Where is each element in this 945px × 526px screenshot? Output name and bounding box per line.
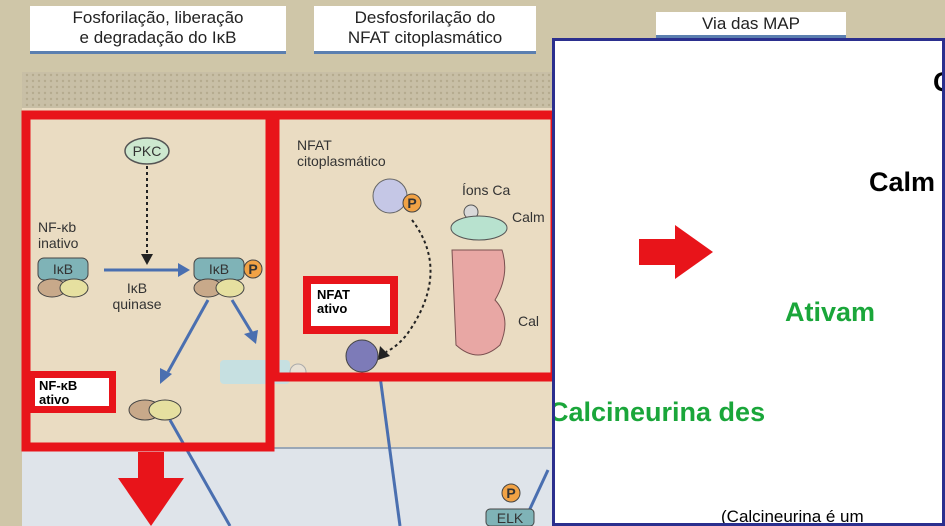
elk-label: ELK <box>497 510 524 526</box>
nfat-dephosph-arrow <box>385 219 432 353</box>
header-right: Via das MAP <box>656 12 846 38</box>
panel-note: (Calcineurina é um <box>721 507 864 526</box>
calm-label: Calm <box>512 209 545 225</box>
nfkb-inactive-label-1: NF-κb <box>38 219 76 235</box>
pkc-label: PKC <box>133 143 162 159</box>
cal-label: Cal <box>518 313 539 329</box>
cell-membrane <box>22 72 552 110</box>
calmodulin-shape <box>450 215 508 241</box>
nfat-active-tag: NFAT ativo <box>317 287 350 316</box>
red-right-arrow <box>639 225 713 279</box>
nfat-cyto-label-2: citoplasmático <box>297 153 386 169</box>
red-down-arrow <box>138 452 164 480</box>
svg-text:P: P <box>407 195 416 211</box>
panel-line-2: Calm <box>869 167 936 197</box>
nfkb-active-tag: NF-κB ativo <box>39 378 78 407</box>
phosphate-label: P <box>248 261 257 277</box>
nfat-active-highlight: NFAT ativo <box>303 276 398 334</box>
panel-line-1: C <box>933 67 942 98</box>
nfat-cyto-label-1: NFAT <box>297 137 332 153</box>
ikb-right-label: IκB <box>209 261 229 277</box>
header-middle: Desfosforilação do NFAT citoplasmático <box>314 6 536 54</box>
nfkb-active-highlight: NF-κB ativo <box>28 371 116 413</box>
ikb-kinase-label-1: IκB <box>127 280 147 296</box>
ikb-left-shape <box>37 257 89 281</box>
panel-line-4: Calcineurina des <box>552 397 766 427</box>
ikb-kinase-label-2: quinase <box>112 296 161 312</box>
nfat-cyto-shape <box>372 178 408 214</box>
svg-text:P: P <box>506 485 515 501</box>
calcineurin-shape <box>451 249 506 356</box>
ikb-left-label: IκB <box>53 261 73 277</box>
header-left: Fosforilação, liberação e degradação do … <box>30 6 286 54</box>
panel-line-3: Ativam <box>785 297 876 327</box>
highlight-nfkb-region <box>21 110 275 452</box>
pkc-shape <box>124 137 170 165</box>
overlay-panel: C Calm Ativam Calcineurina des (Calcineu… <box>552 38 945 526</box>
nfkb-inactive-label-2: inativo <box>38 235 79 251</box>
nucleus-region <box>22 448 552 526</box>
nfat-active-shape <box>345 339 379 373</box>
elk-shape <box>485 508 535 526</box>
ions-label: Íons Ca <box>462 182 510 198</box>
